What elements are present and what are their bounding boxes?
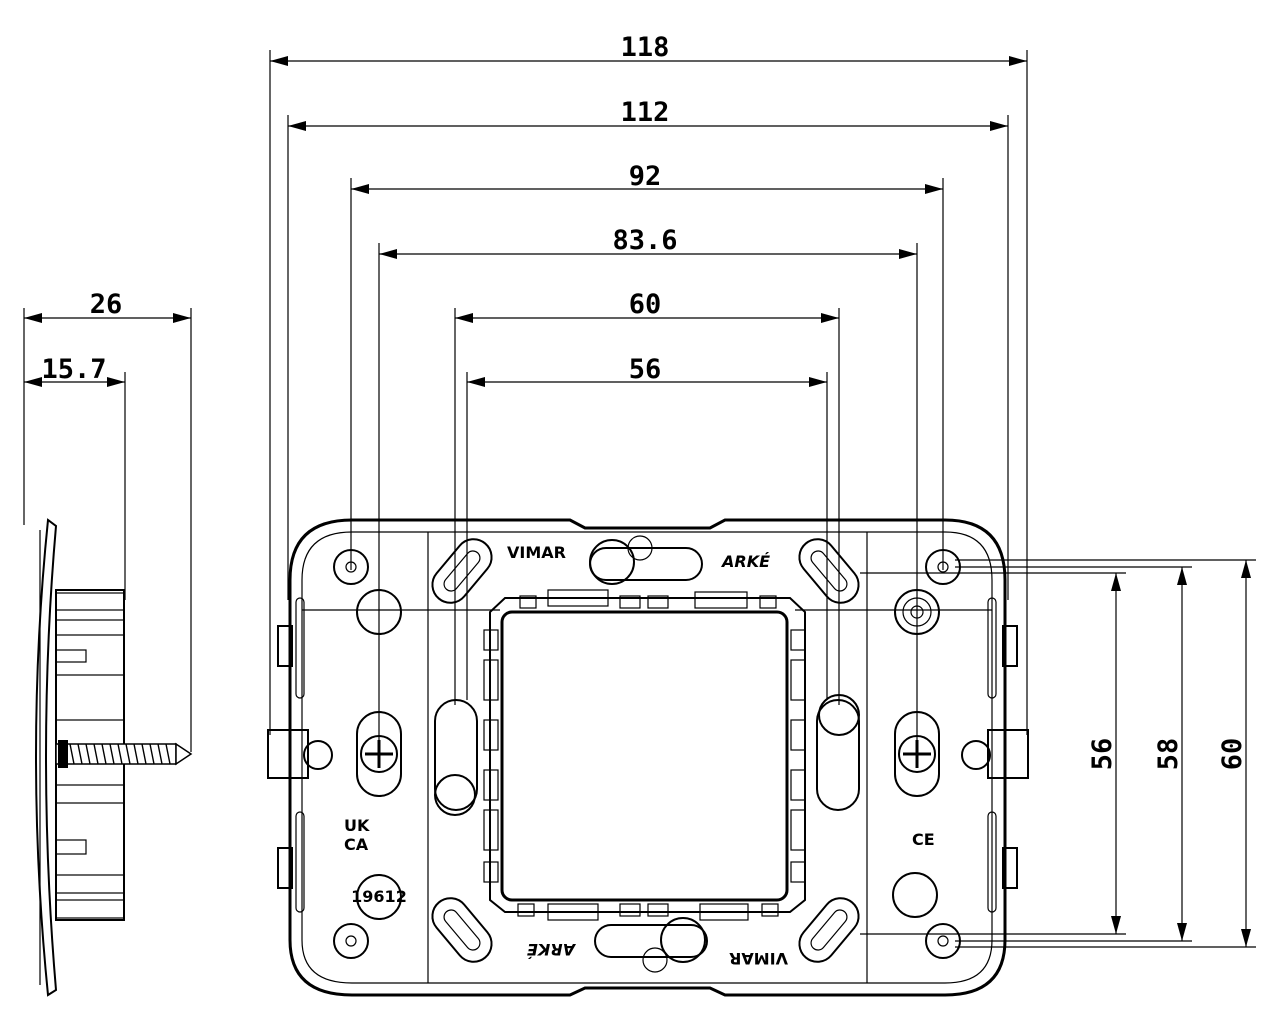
series-mark-bottom: ARKÉ: [527, 940, 577, 959]
side-screw: [55, 740, 193, 768]
brand-mark-bottom: VIMAR: [729, 949, 788, 968]
right-clips: [961, 597, 1029, 913]
mounting-screw-right: [894, 711, 940, 797]
series-mark-top: ARKÉ: [720, 552, 770, 571]
dimension-vertical-60-label: 60: [1217, 738, 1248, 771]
dimension-56: 56: [466, 354, 828, 700]
dimension-118: 118: [269, 32, 1028, 735]
module-cage: [483, 589, 806, 921]
dimension-92-label: 92: [629, 161, 662, 192]
dimension-112-label: 112: [621, 97, 670, 128]
dimension-92: 92: [350, 161, 944, 570]
ce-mark: CE: [912, 830, 935, 849]
code-label: 19612: [351, 887, 407, 906]
side-view: [35, 518, 193, 997]
dimension-vertical-56: 56: [860, 572, 1126, 935]
dimension-112: 112: [287, 97, 1009, 600]
top-latch: [589, 535, 703, 585]
round-hole: [356, 589, 402, 635]
left-clips: [267, 597, 333, 913]
dimension-vertical-58-label: 58: [1153, 738, 1184, 771]
corner-holes: [333, 549, 961, 959]
right-latch: [816, 694, 860, 811]
earth-screw: [894, 589, 940, 635]
dimension-side-26: 26: [23, 289, 192, 752]
slot-holes: [431, 538, 860, 963]
front-frame: VIMAR ARKÉ VIMAR ARKÉ UK CA CE 19612: [267, 518, 1029, 997]
mounting-screw-left: [356, 711, 402, 797]
dimension-vertical-56-label: 56: [1087, 738, 1118, 771]
dimension-side-15-7-label: 15.7: [41, 354, 106, 385]
bottom-latch: [594, 917, 708, 973]
dimension-83-6-label: 83.6: [612, 225, 677, 256]
brand-mark-top: VIMAR: [507, 543, 566, 562]
code-badge: 19612: [351, 874, 407, 920]
round-hole: [892, 872, 938, 918]
left-latch: [434, 699, 478, 816]
dimension-56-label: 56: [629, 354, 662, 385]
dimension-60-label: 60: [629, 289, 662, 320]
dimension-vertical-58: 58: [955, 566, 1192, 942]
dimension-83-6: 83.6: [378, 225, 918, 760]
ukca-mark-bottom: CA: [344, 835, 369, 854]
ukca-mark-top: UK: [344, 816, 370, 835]
dimension-60: 60: [454, 289, 840, 705]
side-tabs: [55, 592, 125, 919]
dimension-side-26-label: 26: [90, 289, 123, 320]
dimension-side-15-7: 15.7: [24, 354, 126, 600]
dimension-118-label: 118: [621, 32, 670, 63]
